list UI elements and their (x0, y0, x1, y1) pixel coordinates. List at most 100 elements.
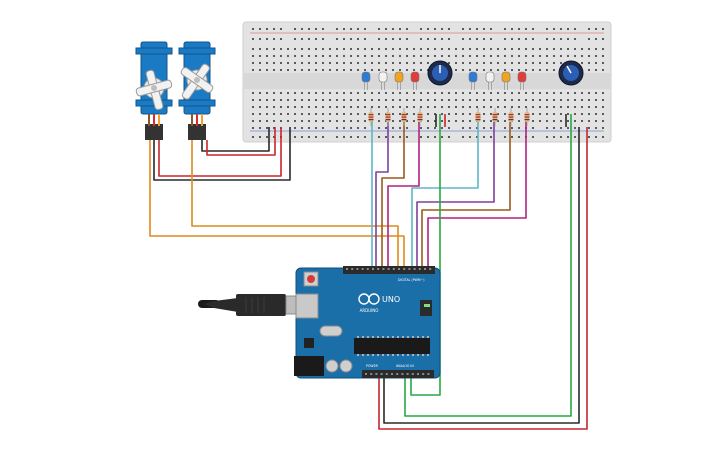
header-pin (411, 373, 414, 375)
breadboard-hole (595, 113, 597, 115)
breadboard-hole (399, 92, 401, 94)
breadboard-hole (329, 69, 331, 71)
breadboard-hole (441, 127, 443, 129)
breadboard-hole (336, 69, 338, 71)
breadboard-hole (602, 113, 604, 115)
breadboard-hole (602, 106, 604, 108)
breadboard-hole (560, 38, 562, 40)
reset-button-cap[interactable] (307, 275, 315, 283)
breadboard-hole (602, 127, 604, 129)
breadboard-hole (315, 48, 317, 50)
breadboard-hole (385, 69, 387, 71)
breadboard-hole (322, 28, 324, 30)
breadboard-hole (329, 99, 331, 101)
crystal-oscillator (319, 325, 343, 337)
breadboard-hole (420, 106, 422, 108)
breadboard-hole (322, 120, 324, 122)
breadboard-hole (574, 136, 576, 138)
breadboard-hole (448, 38, 450, 40)
breadboard-hole (560, 136, 562, 138)
wire-black (201, 127, 270, 152)
breadboard-hole (294, 120, 296, 122)
breadboard-hole (448, 106, 450, 108)
wire-green (404, 114, 572, 417)
header-pin (429, 268, 432, 270)
breadboard-hole (602, 92, 604, 94)
header-pin (398, 268, 400, 270)
breadboard-hole (504, 99, 506, 101)
servo-motor-right (178, 41, 216, 140)
breadboard-hole (539, 120, 541, 122)
breadboard-hole (525, 38, 527, 40)
breadboard-hole (406, 120, 408, 122)
breadboard-hole (602, 69, 604, 71)
breadboard-hole (511, 106, 513, 108)
breadboard-hole (448, 99, 450, 101)
breadboard-hole (392, 113, 394, 115)
breadboard-hole (413, 113, 415, 115)
breadboard-hole (336, 113, 338, 115)
digital-header-pins (346, 268, 432, 270)
breadboard-hole (567, 136, 569, 138)
servo-horn-screw (194, 77, 200, 83)
breadboard-hole (497, 113, 499, 115)
chip-pin (417, 336, 419, 338)
breadboard-hole (420, 136, 422, 138)
breadboard-hole (504, 38, 506, 40)
breadboard-hole (266, 92, 268, 94)
servo-mount-tab (178, 47, 216, 55)
breadboard-hole (378, 55, 380, 57)
resistor-band (524, 116, 530, 118)
chip-pin (362, 336, 364, 338)
breadboard-hole (406, 28, 408, 30)
breadboard-hole (462, 48, 464, 50)
wire-magenta (427, 122, 527, 273)
breadboard-hole (371, 106, 373, 108)
breadboard-hole (518, 55, 520, 57)
breadboard-hole (259, 99, 261, 101)
breadboard-hole (406, 127, 408, 129)
breadboard-hole (490, 55, 492, 57)
breadboard-hole (574, 113, 576, 115)
breadboard (242, 21, 612, 143)
breadboard-hole (266, 55, 268, 57)
header-pin (375, 373, 378, 375)
breadboard-hole (273, 62, 275, 64)
breadboard-hole (595, 48, 597, 50)
breadboard-hole (595, 120, 597, 122)
breadboard-hole (252, 106, 254, 108)
breadboard-hole (392, 106, 394, 108)
breadboard-hole (280, 106, 282, 108)
breadboard-hole (287, 48, 289, 50)
led (410, 71, 420, 83)
breadboard-hole (385, 127, 387, 129)
breadboard-hole (336, 55, 338, 57)
breadboard-hole (301, 92, 303, 94)
breadboard-hole (455, 113, 457, 115)
breadboard-hole (518, 38, 520, 40)
breadboard-hole (588, 136, 590, 138)
breadboard-hole (490, 127, 492, 129)
breadboard-hole (504, 62, 506, 64)
resistor-band (385, 114, 391, 116)
breadboard-hole (483, 38, 485, 40)
breadboard-hole (511, 127, 513, 129)
breadboard-hole (413, 69, 415, 71)
breadboard-hole (539, 99, 541, 101)
breadboard-hole (308, 69, 310, 71)
breadboard-hole (434, 120, 436, 122)
chip-pin (397, 336, 399, 338)
breadboard-hole (434, 48, 436, 50)
breadboard-hole (322, 69, 324, 71)
chip-pin (372, 336, 374, 338)
breadboard-hole (315, 55, 317, 57)
breadboard-hole (483, 127, 485, 129)
breadboard-hole (518, 106, 520, 108)
resistor-band (417, 114, 423, 116)
usb-cable (198, 294, 301, 316)
breadboard-hole (497, 106, 499, 108)
breadboard-hole (504, 48, 506, 50)
breadboard-hole (406, 69, 408, 71)
breadboard-hole (602, 62, 604, 64)
breadboard-hole (532, 92, 534, 94)
